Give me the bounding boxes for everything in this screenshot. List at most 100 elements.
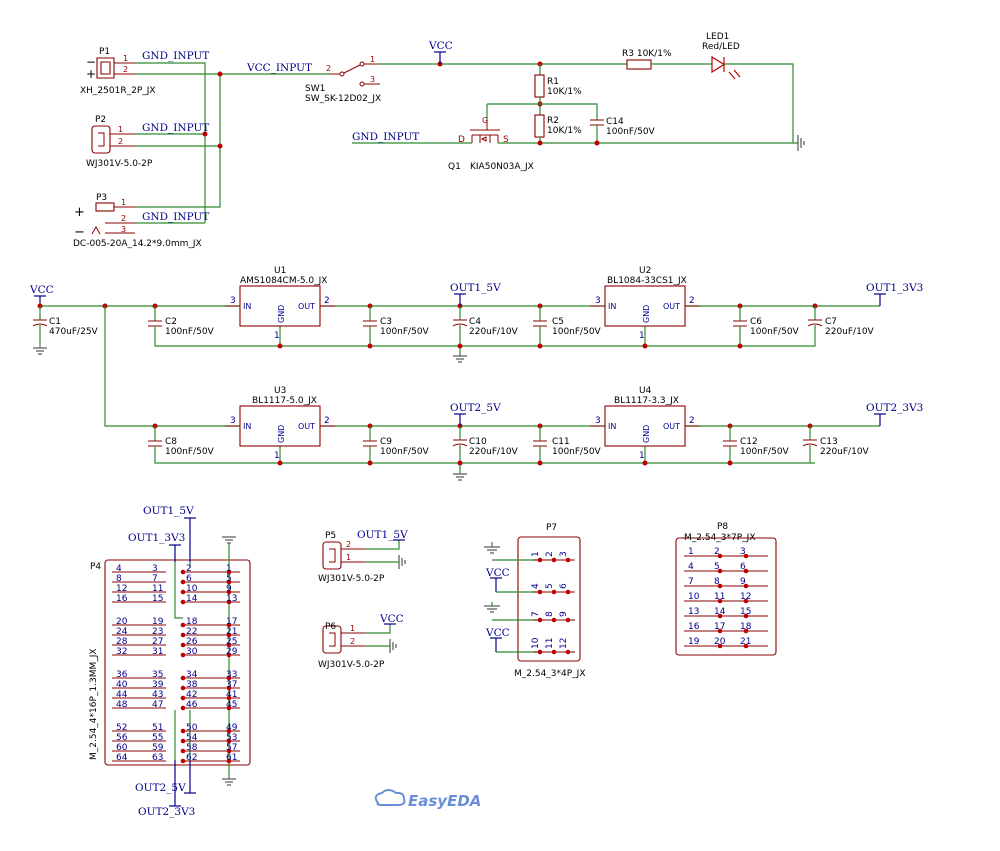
p4-pin-dot: [180, 632, 186, 638]
p4-pin-dot: [180, 569, 186, 575]
p4-pin-number: 17: [226, 617, 237, 627]
p8-pin-number: 7: [688, 577, 694, 587]
net-out1-3v3: OUT1_3V3: [866, 282, 923, 294]
p4-ref: P4: [90, 562, 101, 572]
p5-connector: 2 1 OUT1_5V P5 WJ301V-5.0-2P: [318, 529, 408, 584]
p4-pin-number: 12: [116, 584, 127, 594]
c10-value: 220uF/10V: [469, 447, 519, 457]
p7-pin-dot: [565, 557, 571, 563]
p8-pin-number: 13: [688, 607, 699, 617]
p4-pin-number: 27: [152, 637, 163, 647]
p3-value: DC-005-20A_14.2*9.0mm_JX: [73, 239, 202, 249]
p4-pin-number: 53: [226, 733, 237, 743]
p4-pin-number: 7: [152, 574, 158, 584]
p4-pin-dot: [226, 705, 232, 711]
c8-value: 100nF/50V: [165, 447, 215, 457]
p7-pin-number: 8: [545, 611, 555, 617]
p8-pin-number: 8: [714, 577, 720, 587]
p8-pin-dot: [743, 583, 749, 589]
p5-pin2: 2: [346, 540, 351, 549]
p4-pin-number: 20: [116, 617, 128, 627]
net-p4-out2-5v: OUT2_5V: [135, 782, 186, 794]
p4-pin-number: 18: [186, 617, 198, 627]
q1-pin-s: S: [503, 135, 509, 145]
u4-pin2: 2: [689, 416, 695, 426]
p8-pin-dot: [717, 568, 723, 574]
p2-ref: P2: [95, 115, 106, 125]
led1-value: Red/LED: [702, 42, 740, 52]
p8-pin-dot: [717, 643, 723, 649]
reg-row2-wiring: C8 100nF/50V C9 100nF/50V OUT2_5V C10 22…: [148, 402, 923, 481]
p4-pin-number: 28: [116, 637, 128, 647]
p8-pin-number: 12: [740, 592, 751, 602]
p4-pin-number: 35: [152, 670, 163, 680]
c5-ref: C5: [552, 317, 564, 327]
p3-dc-jack: 1 2 3 P3 DC-005-20A_14.2*9.0mm_JX + −: [73, 193, 202, 249]
p4-pin-number: 57: [226, 743, 237, 753]
c10-ref: C10: [469, 437, 487, 447]
p4-pin-number: 48: [116, 700, 128, 710]
p8-pin-number: 17: [714, 622, 725, 632]
p8-pin-dot: [743, 568, 749, 574]
p4-pin-dot: [226, 738, 232, 744]
p4-pin-number: 52: [116, 723, 127, 733]
p7-header: P7 M_2.54_3*4P_JX VCC VCC: [484, 523, 586, 679]
u4-pin-in: IN: [608, 422, 616, 431]
p4-pin-number: 21: [226, 627, 237, 637]
net-p7-vcc-1: VCC: [485, 567, 510, 579]
p8-pin-dot: [743, 598, 749, 604]
p4-pin-dot: [180, 728, 186, 734]
net-out2-5v: OUT2_5V: [450, 402, 501, 414]
p2-pin2: 2: [118, 137, 123, 146]
net-p4-out1-3v3: OUT1_3V3: [128, 532, 185, 544]
net-out2-3v3: OUT2_3V3: [866, 402, 923, 414]
p4-pin-number: 56: [116, 733, 128, 743]
p4-pin-number: 43: [152, 690, 163, 700]
c2-ref: C2: [165, 317, 177, 327]
p4-header: P4 M_2.54_4*16P_1.3MM_JX OUT1_5V OUT1_3V…: [89, 505, 251, 818]
p4-pin-number: 55: [152, 733, 163, 743]
u3-pin1: 1: [274, 451, 280, 461]
c4-ref: C4: [469, 317, 481, 327]
net-gnd-input-4: GND_INPUT: [352, 131, 419, 143]
p4-pin-number: 3: [152, 564, 158, 574]
p7-pin-dot: [565, 617, 571, 623]
p8-pin-number: 10: [688, 592, 700, 602]
u3-pin-gnd: GND: [277, 425, 286, 443]
q1-mosfet: G D S Q1 KIA50N03A_JX: [448, 103, 540, 172]
p4-pin-number: 11: [152, 584, 163, 594]
p3-pin1: 1: [121, 198, 126, 207]
p8-pin-dot: [743, 553, 749, 559]
p4-pin-number: 29: [226, 647, 238, 657]
p4-pin-dot: [180, 685, 186, 691]
p4-pin-dot: [226, 652, 232, 658]
p4-pin-number: 64: [116, 753, 128, 763]
u2-pin1: 1: [639, 331, 645, 341]
c14-capacitor: C14 100nF/50V: [540, 103, 656, 143]
sw1-pin3: 3: [370, 75, 375, 84]
led1-diode: LED1 Red/LED: [651, 32, 794, 143]
p8-pin-number: 21: [740, 637, 751, 647]
p7-value: M_2.54_3*4P_JX: [514, 669, 586, 679]
p4-pin-number: 47: [152, 700, 163, 710]
sw1-pin2: 2: [326, 64, 331, 73]
p3-minus: −: [74, 225, 85, 240]
c8-ref: C8: [165, 437, 177, 447]
p4-pin-dot: [180, 675, 186, 681]
c7-ref: C7: [825, 317, 837, 327]
u2-pin-in: IN: [608, 302, 616, 311]
p8-value: M_2.54_3*7P_JX: [684, 533, 756, 543]
led1-ref: LED1: [706, 32, 729, 42]
u3-value: BL1117-5.0_JX: [252, 396, 317, 406]
p5-value: WJ301V-5.0-2P: [318, 574, 385, 584]
p7-pin-number: 11: [545, 638, 555, 649]
p4-pin-dot: [180, 695, 186, 701]
net-gnd-input-2: GND_INPUT: [142, 122, 209, 134]
u3-pin3: 3: [230, 416, 236, 426]
p7-pin-dot: [537, 649, 543, 655]
p1-ref: P1: [99, 47, 110, 57]
sw1-pin1: 1: [370, 55, 375, 64]
u4-ref: U4: [639, 386, 652, 396]
